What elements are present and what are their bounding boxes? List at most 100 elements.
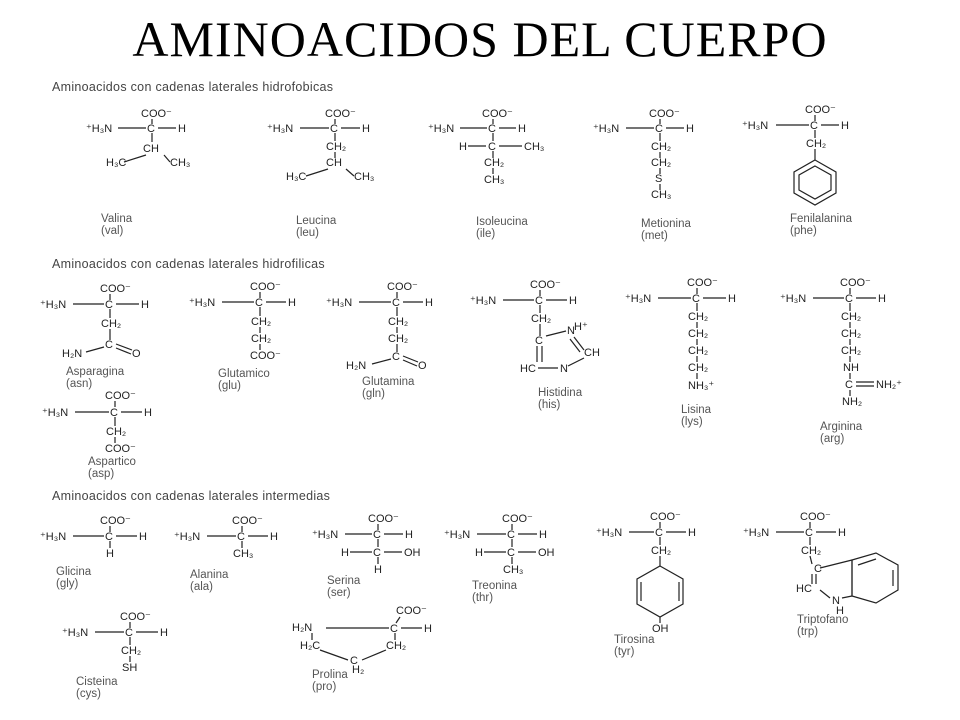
amine-group: ⁺H₃N bbox=[62, 627, 88, 639]
amide-oxygen: O bbox=[132, 348, 141, 360]
hydroxyl-group: OH bbox=[404, 547, 421, 559]
amide-nitrogen: H₂N bbox=[62, 348, 82, 360]
label-aspartico: Aspartico(asp) bbox=[88, 456, 136, 480]
ch2-group: CH₂ bbox=[388, 333, 408, 345]
amine-group: ⁺H₃N bbox=[326, 297, 352, 309]
ch3-group: CH₃ bbox=[651, 189, 671, 201]
ammonium-group: NH₃⁺ bbox=[688, 380, 714, 392]
amide-oxygen: O bbox=[418, 360, 427, 372]
ch2-group: CH₂ bbox=[651, 157, 671, 169]
indole-carbon: C bbox=[814, 563, 822, 575]
label-metionina: Metionina(met) bbox=[641, 218, 691, 242]
section-hydrophilic-heading: Aminoacidos con cadenas laterales hidrof… bbox=[52, 257, 325, 271]
amine-group: ⁺H₃N bbox=[40, 531, 66, 543]
amine-group: ⁺H₃N bbox=[742, 120, 768, 132]
structure-cisteina: COO⁻ ⁺H₃N C H CH₂ SH bbox=[62, 611, 168, 674]
side-coo-group: COO⁻ bbox=[105, 443, 136, 455]
structure-valina: COO⁻ ⁺H₃N C H CH H₃C CH₃ bbox=[86, 108, 190, 169]
alpha-hydrogen: H bbox=[144, 407, 152, 419]
alpha-carbon: C bbox=[390, 623, 398, 635]
ch2-group: CH₂ bbox=[841, 345, 861, 357]
structure-metionina: COO⁻ ⁺H₃N C H CH₂ CH₂ S CH₃ bbox=[593, 108, 694, 201]
ch2-group: CH₂ bbox=[841, 311, 861, 323]
coo-group: COO⁻ bbox=[649, 108, 680, 120]
ch3-right: CH₃ bbox=[354, 171, 374, 183]
label-arginina: Arginina(arg) bbox=[820, 421, 863, 445]
structure-lisina: COO⁻ ⁺H₃N C H CH₂ CH₂ CH₂ CH₂ NH₃⁺ bbox=[625, 277, 736, 392]
ch2-group: CH₂ bbox=[651, 545, 671, 557]
ch2-group: CH₂ bbox=[251, 316, 271, 328]
alpha-hydrogen: H bbox=[270, 531, 278, 543]
amine-group: ⁺H₃N bbox=[596, 527, 622, 539]
guanidino-carbon: C bbox=[845, 379, 853, 391]
structure-triptofano: COO⁻ ⁺H₃N C H CH₂ C N H HC bbox=[743, 511, 899, 617]
ch2-group: CH₂ bbox=[388, 316, 408, 328]
alpha-hydrogen: H bbox=[878, 293, 886, 305]
coo-group: COO⁻ bbox=[368, 513, 399, 525]
label-asparagina: Asparagina(asn) bbox=[66, 366, 125, 390]
alpha-hydrogen: H bbox=[686, 123, 694, 135]
ch3-terminal: CH₃ bbox=[484, 174, 504, 186]
amine-group: ⁺H₃N bbox=[42, 407, 68, 419]
structure-alanina: COO⁻ ⁺H₃N C H CH₃ bbox=[174, 515, 278, 560]
label-histidina: Histidina(his) bbox=[538, 387, 583, 411]
label-serina: Serina(ser) bbox=[327, 575, 361, 599]
ring-h2: H₂ bbox=[352, 664, 364, 676]
beta-hydrogen: H bbox=[459, 141, 467, 153]
alpha-hydrogen: H bbox=[688, 527, 696, 539]
structure-serina: COO⁻ ⁺H₃N C H H C OH H bbox=[312, 513, 421, 576]
beta-carbon: C bbox=[373, 547, 381, 559]
amine-group: ⁺H₃N bbox=[428, 123, 454, 135]
alpha-hydrogen: H bbox=[569, 295, 577, 307]
structure-arginina: COO⁻ ⁺H₃N C H CH₂ CH₂ CH₂ NH C NH₂⁺ NH₂ bbox=[780, 277, 902, 408]
ch3-group: CH₃ bbox=[524, 141, 544, 153]
alpha-carbon: C bbox=[125, 627, 133, 639]
alpha-hydrogen: H bbox=[539, 529, 547, 541]
ch2-group: CH₂ bbox=[326, 141, 346, 153]
beta-hydrogen: H bbox=[341, 547, 349, 559]
alpha-hydrogen: H bbox=[362, 123, 370, 135]
side-coo-group: COO⁻ bbox=[250, 350, 281, 362]
alpha-carbon: C bbox=[237, 531, 245, 543]
structure-histidina: COO⁻ ⁺H₃N C H CH₂ C N H⁺ CH N HC bbox=[470, 279, 600, 375]
ring-nitrogen: H₂N bbox=[292, 622, 312, 634]
alpha-carbon: C bbox=[105, 531, 113, 543]
ch2-group: CH₂ bbox=[841, 328, 861, 340]
ring-carbon-bottom: C bbox=[350, 655, 358, 667]
coo-group: COO⁻ bbox=[120, 611, 151, 623]
coo-group: COO⁻ bbox=[840, 277, 871, 289]
label-leucina: Leucina(leu) bbox=[296, 215, 337, 239]
coo-group: COO⁻ bbox=[482, 108, 513, 120]
ch2-group: CH₂ bbox=[251, 333, 271, 345]
structure-treonina: COO⁻ ⁺H₃N C H H C OH CH₃ bbox=[444, 513, 555, 576]
amide-nitrogen: H₂N bbox=[346, 360, 366, 372]
amine-group: ⁺H₃N bbox=[780, 293, 806, 305]
thiol-group: SH bbox=[122, 662, 137, 674]
ch2-group: CH₂ bbox=[688, 311, 708, 323]
ring-ch2-left: H₂C bbox=[300, 640, 320, 652]
ch3-left: H₃C bbox=[286, 171, 306, 183]
phenyl-ring bbox=[793, 159, 837, 206]
coo-group: COO⁻ bbox=[687, 277, 718, 289]
ch2-group: CH₂ bbox=[688, 345, 708, 357]
ch3-group: CH₃ bbox=[233, 548, 253, 560]
amide-carbon: C bbox=[105, 339, 113, 351]
label-lisina: Lisina(lys) bbox=[681, 404, 712, 428]
beta-carbon: C bbox=[488, 141, 496, 153]
ch-group: CH bbox=[143, 143, 159, 155]
ch3-left: H₃C bbox=[106, 157, 126, 169]
coo-group: COO⁻ bbox=[502, 513, 533, 525]
structure-glutamico: COO⁻ ⁺H₃N C H CH₂ CH₂ COO⁻ bbox=[189, 281, 296, 362]
hydroxyl-group: OH bbox=[652, 623, 669, 635]
page-title: AMINOACIDOS DEL CUERPO bbox=[132, 11, 828, 67]
label-isoleucina: Isoleucina(ile) bbox=[476, 216, 528, 240]
section-intermediate-heading: Aminoacidos con cadenas laterales interm… bbox=[52, 489, 331, 503]
alpha-carbon: C bbox=[255, 297, 263, 309]
coo-group: COO⁻ bbox=[530, 279, 561, 291]
coo-group: COO⁻ bbox=[325, 108, 356, 120]
hydroxyl-group: OH bbox=[538, 547, 555, 559]
alpha-hydrogen: H bbox=[178, 123, 186, 135]
amine-group: ⁺H₃N bbox=[86, 123, 112, 135]
indole-hc: HC bbox=[796, 583, 812, 595]
